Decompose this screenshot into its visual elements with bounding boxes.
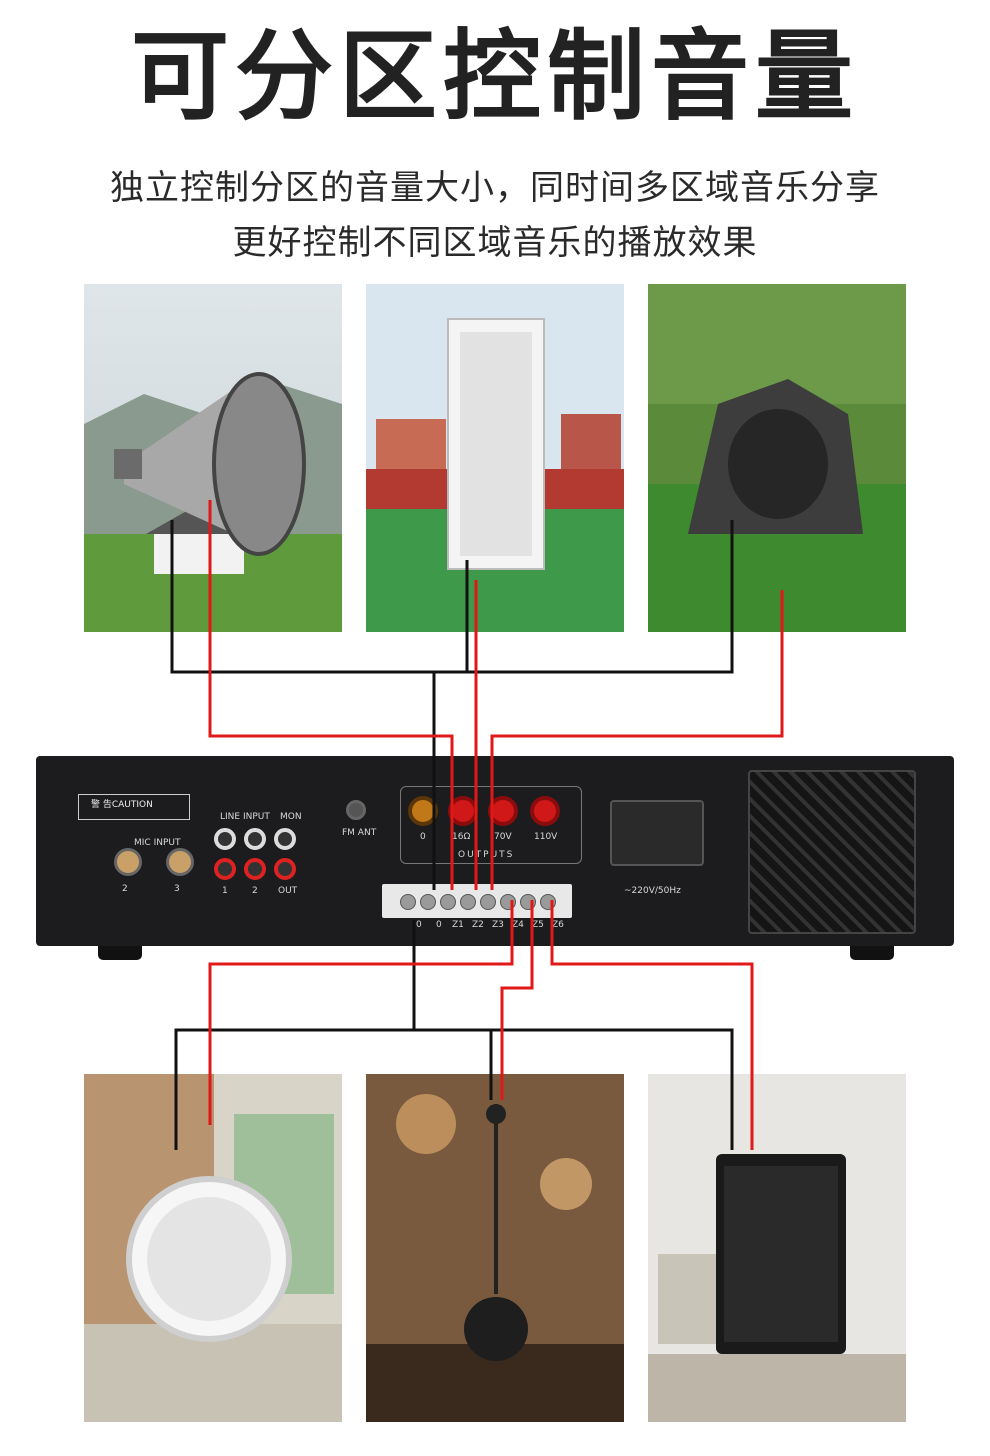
outputs-label: OUTPUTS (458, 850, 515, 860)
pendant-speaker-photo (366, 1074, 624, 1422)
fm-antenna-jack[interactable] (346, 800, 366, 820)
zone-label-z4: Z4 (512, 920, 524, 930)
output-post-0[interactable] (408, 796, 438, 826)
output-post-16ohm[interactable] (448, 796, 478, 826)
amp-foot-left (98, 946, 142, 960)
zone-label-z5: Z5 (532, 920, 544, 930)
wall-speaker-photo (648, 1074, 906, 1422)
rock-speaker-photo (648, 284, 906, 632)
mic-input-label: MIC INPUT (134, 838, 181, 848)
mic-port-2-label: 2 (122, 884, 128, 894)
zone-screw-z5[interactable] (520, 894, 536, 910)
zone-screw-z3[interactable] (480, 894, 496, 910)
caution-text: 警 告CAUTION (91, 800, 153, 810)
zone-screw-z6[interactable] (540, 894, 556, 910)
tap-70v-label: 70V (494, 832, 512, 842)
cooling-fan-grille (748, 770, 916, 934)
line-rca-white-2[interactable] (244, 828, 266, 850)
tap-16ohm-label: 16Ω (452, 832, 471, 842)
subtitle-line-1: 独立控制分区的音量大小，同时间多区域音乐分享 (110, 168, 880, 208)
line-rca-red-2[interactable] (244, 858, 266, 880)
line-port-2-label: 2 (252, 886, 258, 896)
power-inlet[interactable] (610, 800, 704, 866)
fm-ant-label: FM ANT (342, 828, 377, 838)
zone-label-z6: Z6 (552, 920, 564, 930)
tap-110v-label: 110V (534, 832, 558, 842)
power-label: ~220V/50Hz (624, 886, 681, 896)
mic-jack-3[interactable] (166, 848, 194, 876)
page-title: 可分区控制音量 (130, 20, 859, 134)
zone-screw-z4[interactable] (500, 894, 516, 910)
zone-label-z2: Z2 (472, 920, 484, 930)
line-rca-white-1[interactable] (214, 828, 236, 850)
horn-speaker-photo (84, 284, 342, 632)
zone-label-0a: 0 (416, 920, 422, 930)
line-rca-red-out[interactable] (274, 858, 296, 880)
ceiling-speaker-photo (84, 1074, 342, 1422)
line-port-out-label: OUT (278, 886, 298, 896)
mic-jack-2[interactable] (114, 848, 142, 876)
zone-label-0b: 0 (436, 920, 442, 930)
line-rca-red-1[interactable] (214, 858, 236, 880)
subtitle-line-2: 更好控制不同区域音乐的播放效果 (232, 223, 758, 263)
amplifier-rear-panel: 警 告CAUTION MIC INPUT 2 3 LINE INPUT MON … (36, 756, 954, 960)
zone-label-z1: Z1 (452, 920, 464, 930)
zone-terminal-block (382, 884, 572, 918)
column-speaker-photo (366, 284, 624, 632)
zone-screw-0b[interactable] (420, 894, 436, 910)
mic-port-3-label: 3 (174, 884, 180, 894)
zone-screw-0a[interactable] (400, 894, 416, 910)
zone-screw-z1[interactable] (440, 894, 456, 910)
output-post-70v[interactable] (488, 796, 518, 826)
mon-label: MON (280, 812, 302, 822)
output-post-110v[interactable] (530, 796, 560, 826)
line-rca-white-mon[interactable] (274, 828, 296, 850)
line-input-label: LINE INPUT (220, 812, 270, 822)
line-port-1-label: 1 (222, 886, 228, 896)
amp-foot-right (850, 946, 894, 960)
zone-label-z3: Z3 (492, 920, 504, 930)
caution-label: 警 告CAUTION (78, 794, 190, 820)
zone-screw-z2[interactable] (460, 894, 476, 910)
tap-0-label: 0 (420, 832, 426, 842)
